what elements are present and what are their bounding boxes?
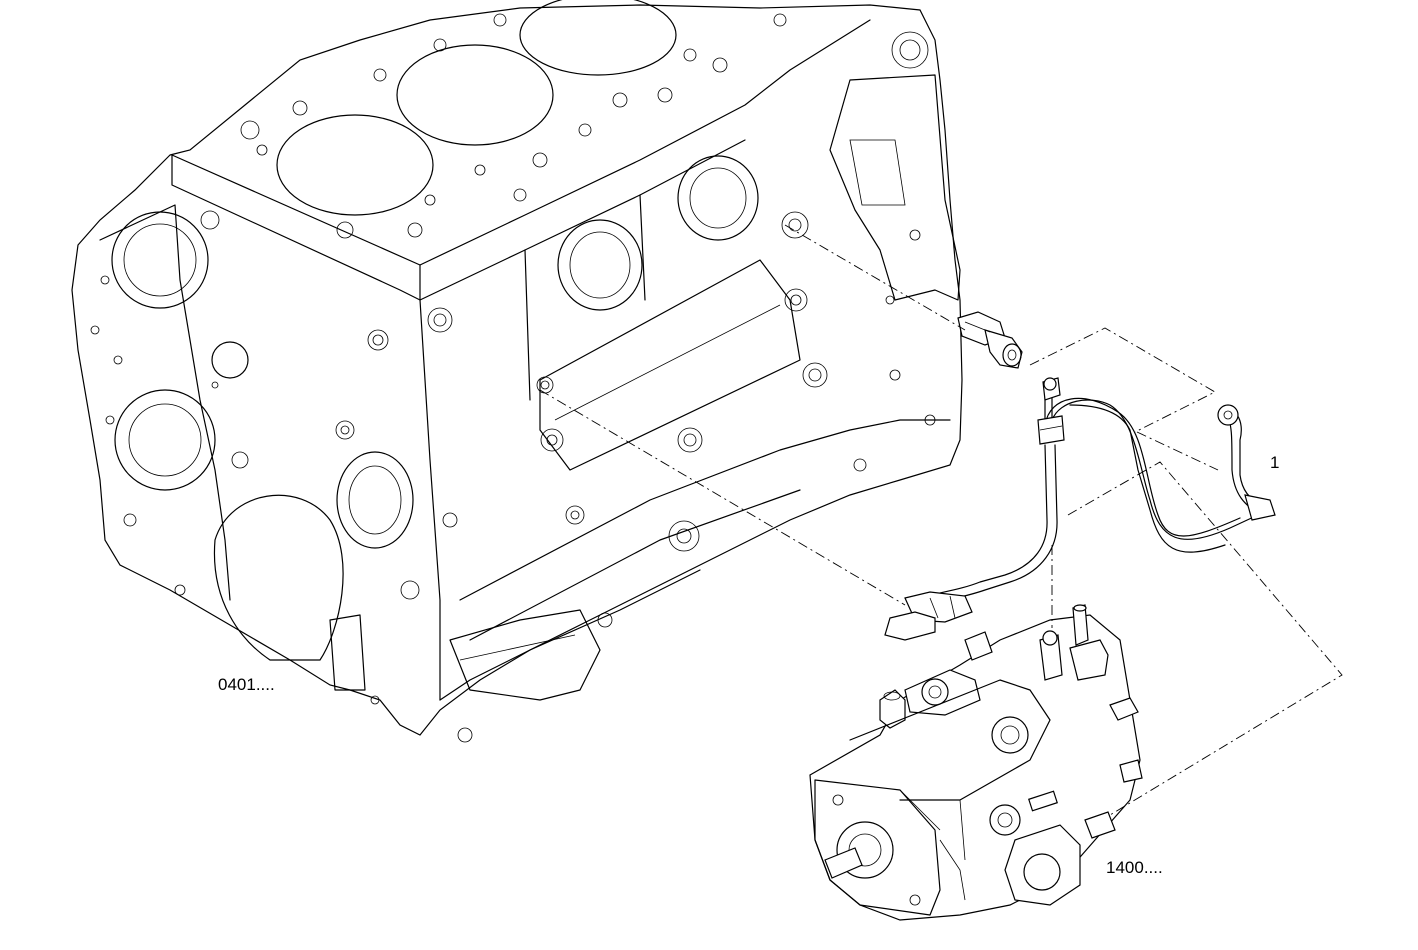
pressure-sensor	[957, 311, 1023, 369]
injection-pump	[809, 604, 1143, 921]
assembly-leader-lines	[539, 224, 1343, 816]
sensor-harness-label: 1	[1270, 453, 1280, 472]
engine-block-label: 0401....	[218, 675, 275, 694]
sensor-harness-assembly	[884, 377, 1276, 641]
engine-block	[71, 0, 963, 743]
injection-pump-label: 1400....	[1106, 858, 1163, 877]
